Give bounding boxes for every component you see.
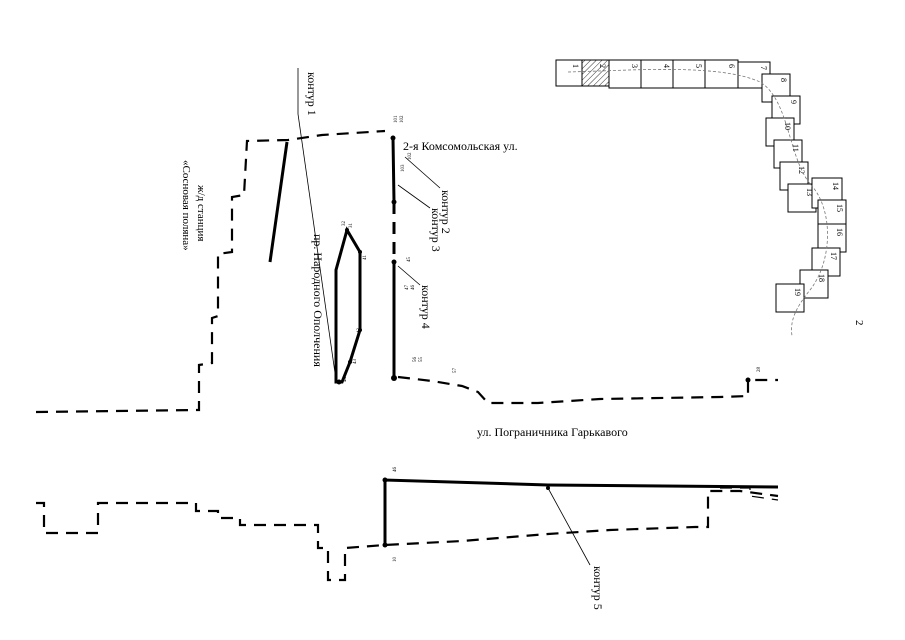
tile-label-14: 14 [831,182,840,190]
label-opolcheniya: пр. Народного Ополчения [311,234,325,367]
tile-19 [775,283,805,313]
tile-label-15: 15 [835,204,844,212]
boundary-lower-right [720,487,779,501]
point-45: 45 [407,257,412,263]
tile-16 [817,223,847,253]
tile-label-8: 8 [779,78,788,82]
tile-label-9: 9 [789,100,798,104]
tile-label-16: 16 [835,228,844,236]
boundary-right-dashed [397,375,778,405]
point-56: 56 [413,357,418,363]
tile-label-6: 6 [727,64,736,68]
tile-4 [640,59,674,89]
point-k5a: 46 [393,467,398,473]
tile-label-17: 17 [829,252,838,260]
tile-label-3: 3 [630,64,639,68]
label-kontur-5: контур 5 [591,566,605,610]
point-101: 101 [394,115,399,123]
point-46: 46 [411,285,416,291]
tile-2 [581,59,610,87]
label-kontur-3: контур 3 [429,208,443,252]
tile-label-2: 2 [598,64,607,68]
point-47: 47 [405,285,410,291]
boundary-lower-dashed [36,489,779,582]
point-102: 102 [400,115,405,123]
tile-label-7: 7 [759,66,768,70]
tile-label-4: 4 [662,64,671,68]
tile-label-11: 11 [791,144,800,152]
point-41: 41 [363,255,368,261]
leader-lines [297,68,591,566]
contour-5-line [383,478,779,545]
label-garkavogo: ул. Пограничника Гарькавого [477,425,628,439]
tile-label-13: 13 [805,188,814,196]
point-k5b: 10 [393,557,398,563]
contour-1-line [268,141,289,263]
point-28: 28 [757,367,762,373]
point-44: 44 [343,377,348,383]
point-55: 55 [419,357,424,363]
opolcheniya-polygon [334,226,362,384]
point-42: 42 [357,328,362,334]
tile-label-18: 18 [817,274,826,282]
point-kom1: 102 [408,152,413,160]
point-31: 31 [349,223,354,229]
label-station-line2: «Сосновая поляна» [180,160,192,251]
page-number: 2 [853,320,865,326]
tile-trace-curve [567,69,828,337]
point-kom2: 103 [401,164,406,172]
tile-15 [817,199,847,229]
point-57: 57 [453,368,458,374]
tile-label-10: 10 [783,122,792,130]
label-komsomolskaya: 2-я Комсомольская ул. [403,139,518,153]
label-kontur-2: контур 2 [439,190,453,234]
label-kontur-4: контур 4 [419,285,433,329]
point-43: 43 [353,359,358,365]
label-kontur-1: контур 1 [305,72,319,116]
boundary-upper-dashed [35,129,386,414]
label-station-line1: ж/д станция [195,184,207,241]
tile-label-19: 19 [793,288,802,296]
contour-2-line [391,137,396,203]
tile-3 [608,59,642,89]
point-32: 32 [342,221,347,227]
tile-label-1: 1 [571,64,580,68]
tile-6 [704,59,739,89]
tile-label-5: 5 [694,64,703,68]
